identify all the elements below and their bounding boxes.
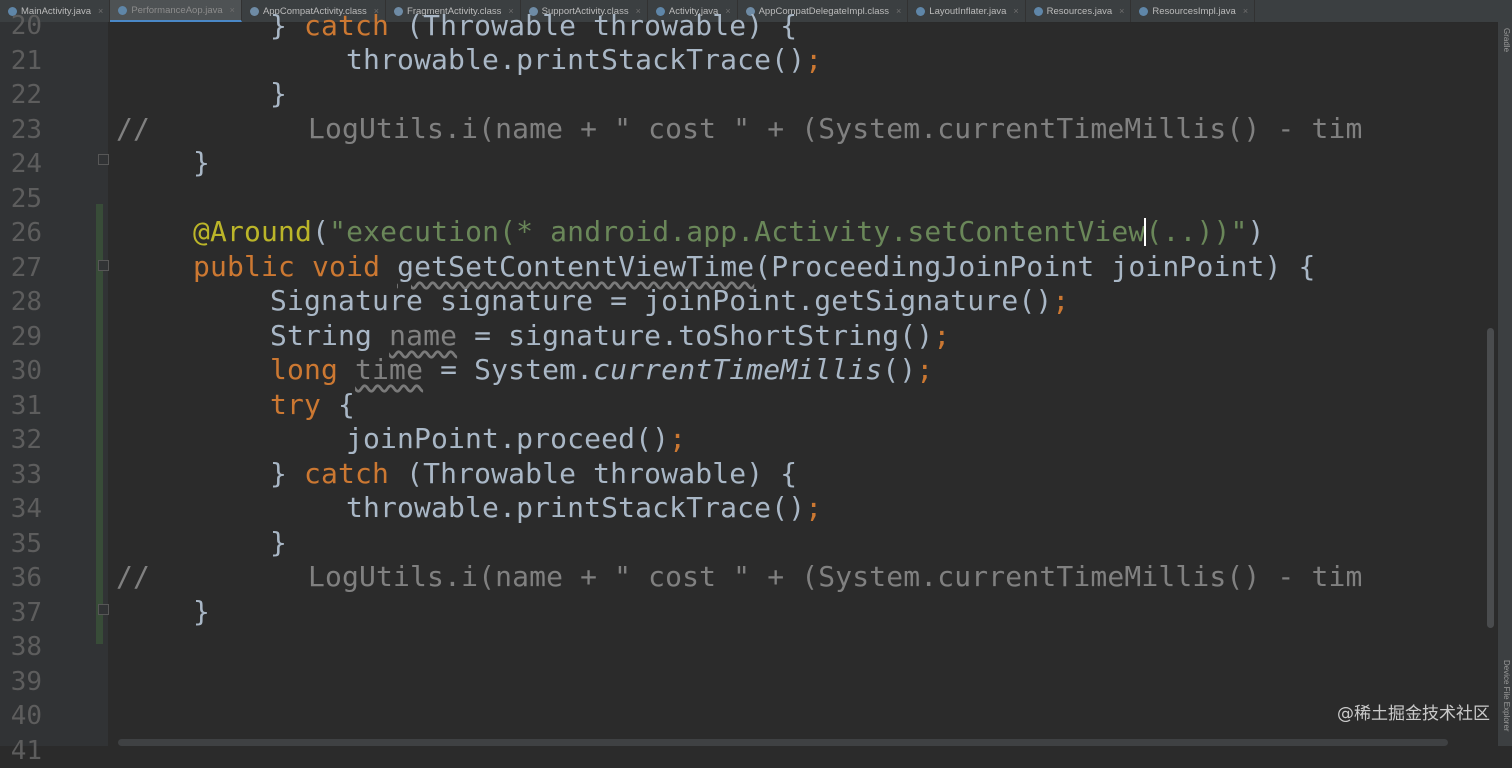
line-number: 40 bbox=[6, 699, 42, 734]
line-number: 38 bbox=[6, 630, 42, 665]
line-number: 30 bbox=[6, 354, 42, 389]
close-tab-icon[interactable]: × bbox=[1243, 6, 1248, 16]
line-number: 24 bbox=[6, 147, 42, 182]
line-number: 26 bbox=[6, 216, 42, 251]
line-number: 34 bbox=[6, 492, 42, 527]
code-line-26: @Around("execution(* android.app.Activit… bbox=[193, 215, 1265, 250]
code-line-22: } bbox=[270, 77, 287, 112]
code-line-28: Signature signature = joinPoint.getSigna… bbox=[270, 284, 1069, 319]
editor-tab-label: PerformanceAop.java bbox=[131, 5, 222, 16]
java-class-icon bbox=[118, 6, 127, 15]
java-class-icon bbox=[1139, 7, 1148, 16]
right-tool-window-strip: Gradle Device File Explorer bbox=[1497, 22, 1512, 746]
editor-tab-label: Resources.java bbox=[1047, 6, 1112, 17]
editor-tab[interactable]: Resources.java × bbox=[1026, 0, 1132, 22]
line-number: 35 bbox=[6, 527, 42, 562]
code-line-35: } bbox=[270, 526, 287, 561]
editor-tab[interactable]: LayoutInflater.java × bbox=[908, 0, 1025, 22]
horizontal-scrollbar[interactable] bbox=[118, 739, 1448, 746]
code-line-32: joinPoint.proceed(); bbox=[346, 422, 686, 457]
java-class-icon bbox=[1034, 7, 1043, 16]
line-number: 31 bbox=[6, 389, 42, 424]
line-number: 28 bbox=[6, 285, 42, 320]
class-file-icon bbox=[250, 7, 259, 16]
code-line-36-comment-body: LogUtils.i(name + " cost " + (System.cur… bbox=[308, 560, 1362, 595]
code-line-31: try { bbox=[270, 388, 355, 423]
code-line-30: long time = System.currentTimeMillis(); bbox=[270, 353, 933, 388]
code-line-23-comment: // bbox=[116, 112, 150, 147]
line-number: 32 bbox=[6, 423, 42, 458]
editor-tab-label: LayoutInflater.java bbox=[929, 6, 1006, 17]
close-tab-icon[interactable]: × bbox=[1119, 6, 1124, 16]
code-line-27: public void getSetContentViewTime(Procee… bbox=[193, 250, 1316, 285]
line-number: 39 bbox=[6, 665, 42, 700]
line-number: 29 bbox=[6, 320, 42, 355]
line-number: 21 bbox=[6, 44, 42, 79]
line-number: 37 bbox=[6, 596, 42, 631]
code-line-33: } catch (Throwable throwable) { bbox=[270, 457, 797, 492]
editor-tab[interactable]: PerformanceAop.java × bbox=[110, 0, 242, 22]
line-number: 25 bbox=[6, 182, 42, 217]
editor-tab[interactable]: ResourcesImpl.java × bbox=[1131, 0, 1255, 22]
code-line-21: throwable.printStackTrace(); bbox=[346, 43, 822, 78]
code-line-23-comment-body: LogUtils.i(name + " cost " + (System.cur… bbox=[308, 112, 1362, 147]
editor-tab-label: ResourcesImpl.java bbox=[1152, 6, 1235, 17]
line-number: 27 bbox=[6, 251, 42, 286]
line-number: 33 bbox=[6, 458, 42, 493]
code-line-37: } bbox=[193, 595, 210, 630]
vertical-scrollbar[interactable] bbox=[1487, 328, 1494, 628]
close-tab-icon[interactable]: × bbox=[98, 6, 103, 16]
code-line-20: } catch (Throwable throwable) { bbox=[270, 9, 797, 44]
java-class-icon bbox=[916, 7, 925, 16]
close-tab-icon[interactable]: × bbox=[1013, 6, 1018, 16]
device-file-explorer-tab[interactable]: Device File Explorer bbox=[1502, 660, 1511, 732]
code-editor[interactable]: } catch (Throwable throwable) { throwabl… bbox=[108, 22, 1498, 746]
line-number: 23 bbox=[6, 113, 42, 148]
close-tab-icon[interactable]: × bbox=[230, 5, 235, 15]
code-line-29: String name = signature.toShortString(); bbox=[270, 319, 950, 354]
code-line-24: } bbox=[193, 146, 210, 181]
watermark-logo-text: @稀土掘金技术社区 bbox=[1337, 699, 1490, 724]
line-number: 36 bbox=[6, 561, 42, 596]
close-tab-icon[interactable]: × bbox=[896, 6, 901, 16]
code-line-36-comment: // bbox=[116, 560, 150, 595]
line-number: 22 bbox=[6, 78, 42, 113]
code-line-34: throwable.printStackTrace(); bbox=[346, 491, 822, 526]
line-number: 20 bbox=[6, 9, 42, 44]
gradle-panel-tab[interactable]: Gradle bbox=[1502, 28, 1511, 52]
line-number: 41 bbox=[6, 734, 42, 768]
